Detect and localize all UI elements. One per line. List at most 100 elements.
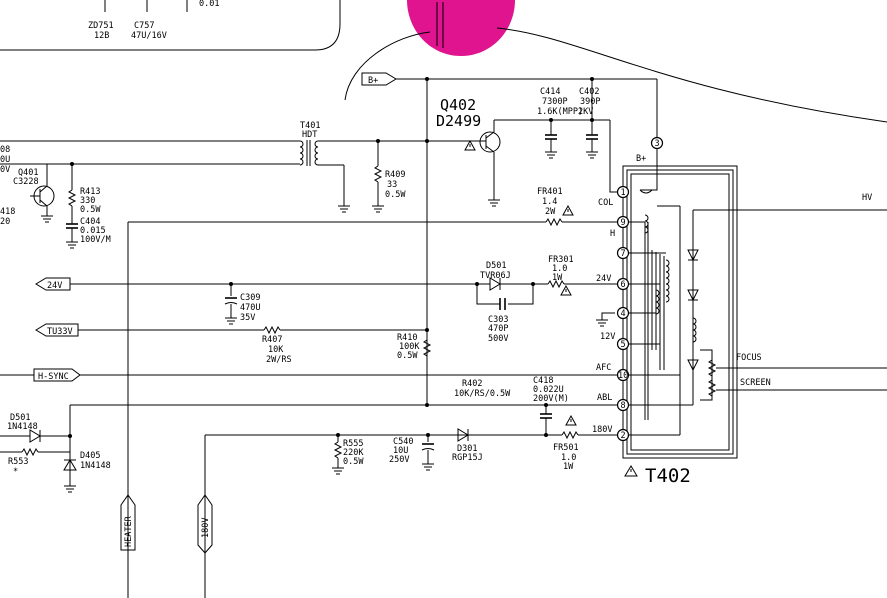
t402-col-label: COL xyxy=(598,198,613,208)
r413-v2: 0.5W xyxy=(80,205,101,215)
c402-v2: 2KV xyxy=(578,107,593,117)
t401-part: HDT xyxy=(302,130,317,140)
c757-val: 47U/16V xyxy=(131,31,167,41)
t402-pin: 5 xyxy=(616,337,630,351)
c309-v1: 470U xyxy=(240,303,260,313)
c414-ref: C414 xyxy=(540,87,560,97)
warning-icon xyxy=(560,284,572,296)
t402-pin: 9 xyxy=(616,215,630,229)
d301-diode xyxy=(457,428,469,442)
heater-flag-label: HEATER xyxy=(124,515,134,547)
left-cut-label: 08 xyxy=(0,145,10,155)
left-cut-label: 418 xyxy=(0,207,15,217)
d301-part: RGP15J xyxy=(452,453,483,463)
bplus-flag-label: B+ xyxy=(368,76,378,86)
r402-ref: R402 xyxy=(462,379,482,389)
d405-part: 1N4148 xyxy=(80,461,111,471)
t402-12v-label: 12V xyxy=(600,332,615,342)
r555-resistor xyxy=(333,441,343,459)
r409-ref: R409 xyxy=(385,170,405,180)
r410-resistor xyxy=(422,339,432,357)
r402-v1: 10K/RS/0.5W xyxy=(454,389,511,399)
svg-text:6: 6 xyxy=(621,280,626,290)
t402-ref: T402 xyxy=(645,465,691,487)
zd751-ref: ZD751 xyxy=(88,21,114,31)
t402-pin: 4 xyxy=(616,306,630,320)
t401-ref: T401 xyxy=(300,121,320,131)
c404-ref: C404 xyxy=(80,217,100,227)
r409-v1: 33 xyxy=(387,180,397,190)
fr501-v2: 1W xyxy=(563,462,574,472)
t402-pin: 10 xyxy=(616,368,630,382)
svg-text:5: 5 xyxy=(621,340,626,350)
t402-pin: 7 xyxy=(616,246,630,260)
r553-mark: * xyxy=(13,467,18,477)
svg-text:4: 4 xyxy=(621,309,626,319)
q401-transistor xyxy=(30,164,55,216)
t402-pin: 6 xyxy=(616,277,630,291)
warning-icon xyxy=(624,465,638,477)
t402-180v-label: 180V xyxy=(592,425,612,435)
svg-text:8: 8 xyxy=(621,401,626,411)
t402-24v-label: 24V xyxy=(596,274,611,284)
r407-resistor xyxy=(263,325,281,335)
r413-resistor xyxy=(67,189,77,207)
c402-ref: C402 xyxy=(579,87,599,97)
180v-flag xyxy=(197,494,213,554)
180v-flag-label: 180V xyxy=(201,518,211,538)
svg-text:10: 10 xyxy=(618,371,628,381)
hv-output-label: HV xyxy=(862,193,872,203)
fr301-resistor xyxy=(547,279,565,289)
heater-flag xyxy=(120,494,136,551)
warning-icon xyxy=(565,414,577,426)
t402-pin: 1 xyxy=(616,185,630,199)
d405-ref: D405 xyxy=(80,451,100,461)
focus-output-label: FOCUS xyxy=(736,353,762,363)
c414-v2: 1.6K(MPP) xyxy=(537,107,583,117)
t402-pin: 8 xyxy=(616,398,630,412)
fr401-resistor xyxy=(545,217,563,227)
fr501-ref: FR501 xyxy=(553,443,579,453)
c303-v1: 470P xyxy=(488,324,508,334)
c418-ref: C418 xyxy=(533,376,553,386)
r407-v1: 10K xyxy=(268,345,284,355)
c309-v2: 35V xyxy=(240,313,255,323)
left-cut-label: 0V xyxy=(0,165,10,175)
r553-ref: R553 xyxy=(8,457,28,467)
q402-transistor xyxy=(479,120,501,200)
svg-text:3: 3 xyxy=(655,139,660,149)
t402-h-label: H xyxy=(610,229,615,239)
t402-pin: 3 xyxy=(650,136,664,150)
q401-ref: Q401 xyxy=(18,168,38,178)
r410-ref: R410 xyxy=(397,333,417,343)
d301-ref: D301 xyxy=(457,444,477,454)
screen-output-label: SCREEN xyxy=(740,378,771,388)
t402-abl-label: ABL xyxy=(597,393,612,403)
c402-v1: 390P xyxy=(580,97,600,107)
r553-resistor xyxy=(21,447,39,457)
t402-afc-label: AFC xyxy=(596,363,611,373)
bplus-flag xyxy=(361,72,397,86)
marker-blob xyxy=(407,0,515,56)
ground-symbol xyxy=(41,215,53,223)
c303-ref: C303 xyxy=(488,315,508,325)
fr401-ref: FR401 xyxy=(537,187,563,197)
svg-text:2: 2 xyxy=(621,431,626,441)
left-cut-label: 0U xyxy=(0,155,10,165)
c540-ref: C540 xyxy=(393,437,413,447)
r407-ref: R407 xyxy=(262,335,282,345)
q402-part: D2499 xyxy=(436,112,481,130)
c404-v2: 100V/M xyxy=(80,235,111,245)
c540-v1: 10U xyxy=(393,446,408,456)
fr501-v1: 1.0 xyxy=(561,453,576,463)
t402-bplus-label: B+ xyxy=(636,154,646,164)
left-cut-label: 20 xyxy=(0,217,10,227)
c309-ref: C309 xyxy=(240,293,260,303)
c418-v1: 0.022U xyxy=(533,385,564,395)
d501-part: TVR06J xyxy=(480,271,511,281)
warning-icon xyxy=(464,139,476,151)
fr401-v2: 2W xyxy=(545,207,556,217)
hsync-flag xyxy=(33,368,81,382)
fr501-resistor xyxy=(561,430,579,440)
